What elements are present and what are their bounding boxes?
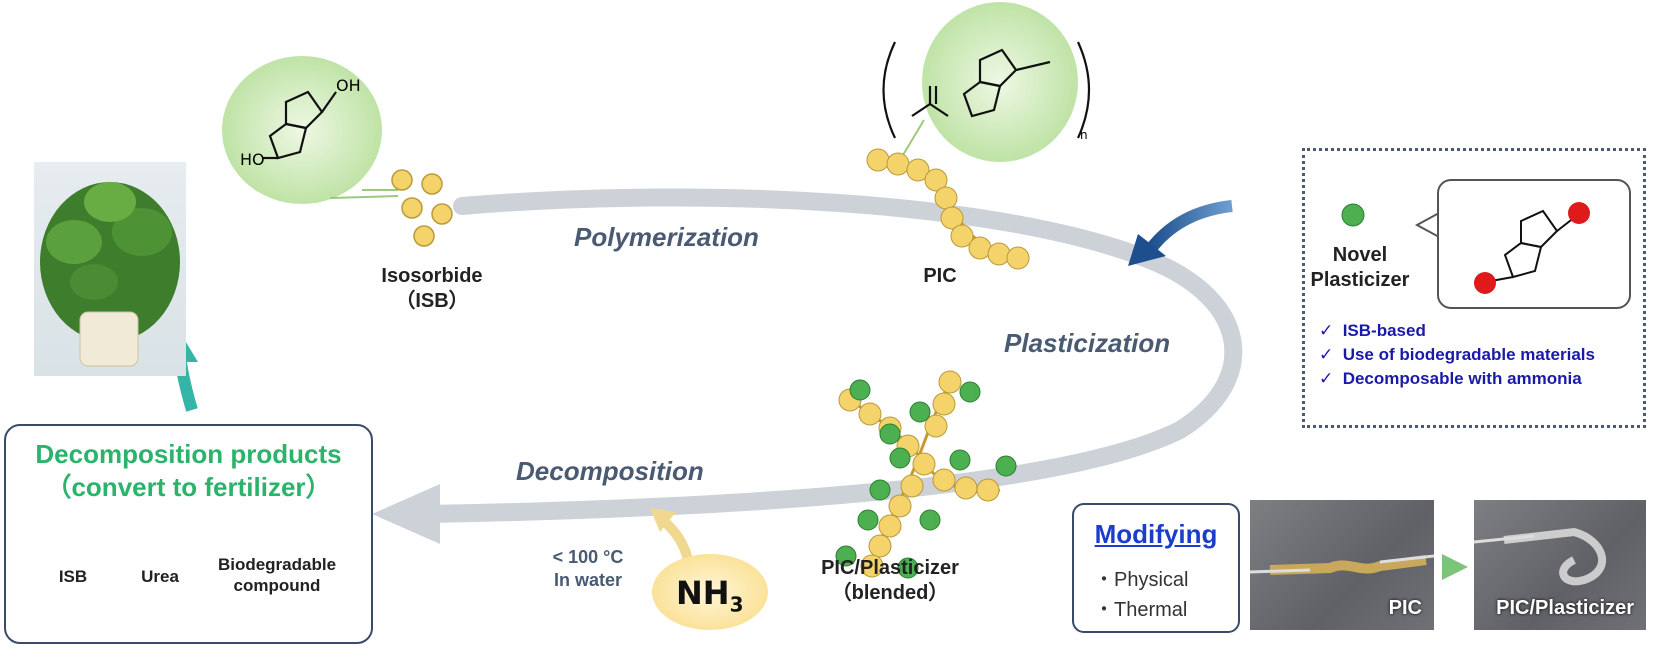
plasticizer-title-line1: Novel xyxy=(1332,244,1388,266)
decomposition-products-box: Decomposition products （convert to ferti… xyxy=(4,424,373,644)
plasticizer-molecule-drawing xyxy=(1474,202,1590,294)
urea-product-label: Urea xyxy=(141,567,179,586)
novel-plasticizer-box: Novel Plasticizer ✓ ISB-based ✓ Use of b… xyxy=(1302,148,1646,428)
isb-structure-bubble xyxy=(222,56,382,204)
ammonia-glow xyxy=(652,554,768,630)
modifying-box: Modifying ・Physical ・Thermal xyxy=(1072,503,1240,633)
pic-label: PIC xyxy=(923,265,957,287)
pic-repeat-n: n xyxy=(1080,128,1088,142)
decomposition-arrowhead xyxy=(372,484,440,544)
feature-biodegradable: Use of biodegradable materials xyxy=(1342,345,1595,364)
plant-drawing xyxy=(40,182,180,367)
pic-sample-drawing xyxy=(1250,554,1434,575)
polymerization-label: Polymerization xyxy=(574,222,759,252)
pic-structure-bubble xyxy=(922,2,1078,162)
isosorbide-abbr: （ISB） xyxy=(395,290,469,312)
feature-item: ✓ Use of biodegradable materials xyxy=(1319,345,1595,364)
modifying-thermal: ・Thermal xyxy=(1094,599,1188,621)
reaction-conditions: < 100 °C In water xyxy=(532,546,644,591)
pic-plasticizer-sample-drawing xyxy=(1474,527,1607,586)
plasticizer-title-line2: Plasticizer xyxy=(1310,269,1410,291)
medium-condition: In water xyxy=(553,569,623,590)
plasticizer-inflow-arrow xyxy=(1145,200,1233,254)
feature-item: ✓ Decomposable with ammonia xyxy=(1319,369,1582,388)
temperature-condition: < 100 °C xyxy=(552,547,624,567)
plasticization-label: Plasticization xyxy=(1004,328,1171,358)
decomposition-title-line2: （convert to fertilizer） xyxy=(45,471,332,502)
pic-plasticizer-note: （blended） xyxy=(831,582,949,604)
isb-ho-label: HO xyxy=(240,150,265,169)
pic-photo-label: PIC xyxy=(1388,597,1422,619)
pic-plasticizer-sample-photo: PIC/Plasticizer xyxy=(1474,500,1646,630)
modifying-title: Modifying xyxy=(1094,519,1218,549)
pic-sample-photo: PIC xyxy=(1250,500,1434,630)
isb-oh-label: OH xyxy=(336,76,361,95)
pic-plasticizer-name: PIC/Plasticizer xyxy=(821,557,959,579)
decomposition-title-line1: Decomposition products xyxy=(35,439,342,469)
ammonia-formula: NH3 xyxy=(676,574,743,616)
isb-product-label: ISB xyxy=(58,567,88,586)
decomposition-products-title: Decomposition products （convert to ferti… xyxy=(6,438,371,503)
isosorbide-name: Isosorbide xyxy=(381,265,483,287)
pic-molecule-drawing xyxy=(882,41,1091,139)
pic-plasticizer-photo-label: PIC/Plasticizer xyxy=(1496,597,1634,619)
isb-monomers xyxy=(391,169,453,247)
ammonia-subscript: 3 xyxy=(729,592,744,617)
plasticizer-structure-bubble xyxy=(1437,179,1631,309)
ammonia-base: NH xyxy=(676,574,730,612)
isb-molecule-drawing xyxy=(262,90,337,160)
compound-label-line2: compound xyxy=(233,576,321,596)
feature-item: ✓ ISB-based xyxy=(1319,321,1426,340)
polymerization-arrow xyxy=(453,188,1243,439)
plant-photo xyxy=(34,162,186,376)
pic-plasticizer-label: PIC/Plasticizer （blended） xyxy=(790,556,990,606)
plasticizer-dot-icon xyxy=(1341,203,1365,227)
compound-product-label: Biodegradable compound xyxy=(202,554,352,597)
modifying-physical: ・Physical xyxy=(1094,569,1189,591)
photo-transition-arrow xyxy=(1442,554,1468,580)
novel-plasticizer-title: Novel Plasticizer xyxy=(1305,243,1415,293)
pic-chain xyxy=(866,148,1030,270)
pic-plasticizer-blend xyxy=(835,370,1017,579)
isosorbide-label: Isosorbide （ISB） xyxy=(362,264,502,314)
compound-label-line1: Biodegradable xyxy=(217,555,337,574)
feature-ammonia: Decomposable with ammonia xyxy=(1342,369,1582,388)
feature-isb-based: ISB-based xyxy=(1342,321,1426,340)
decomposition-label: Decomposition xyxy=(516,456,704,486)
